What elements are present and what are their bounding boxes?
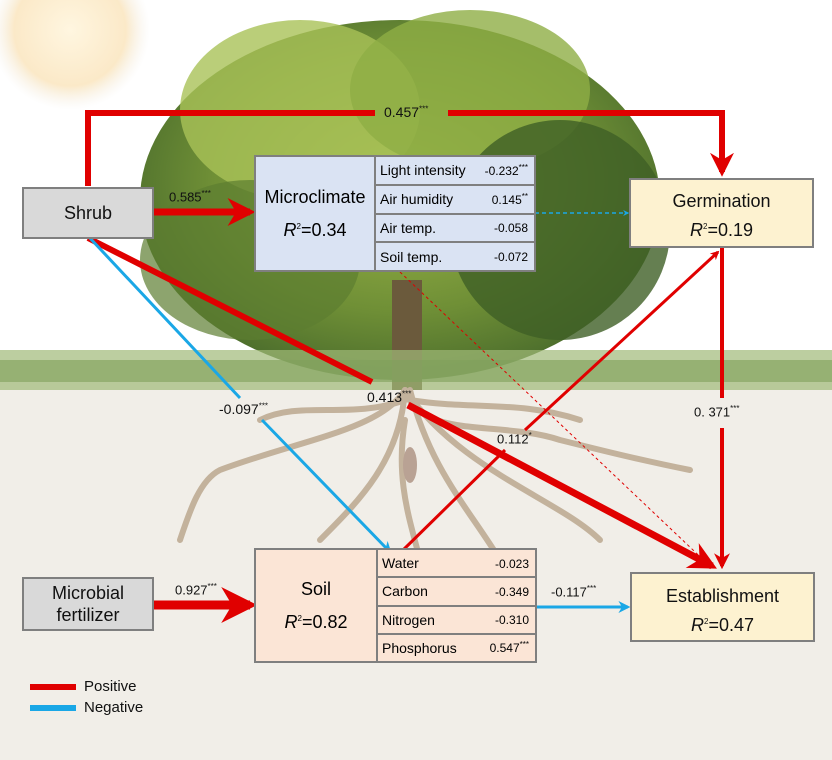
establishment-label: Establishment [665, 586, 780, 606]
establishment-r2: R2=0.47 [691, 615, 754, 635]
path-label-soil-establishment: -0.117*** [551, 584, 597, 600]
microclimate-summary: Microclimate R2=0.34 [256, 157, 376, 270]
path-label-shrub-germination: 0.457*** [384, 104, 429, 120]
microclimate-row: Light intensity-0.232*** [376, 157, 534, 186]
arrow-shrub-establishment-b [406, 401, 717, 570]
arrow-microclimate-establishment [399, 271, 713, 569]
legend-label-negative: Negative [84, 699, 144, 716]
node-germination: Germination R2=0.19 [629, 178, 814, 248]
microclimate-row: Soil temp.-0.072 [380, 248, 528, 265]
path-label-shrub-establishment: 0.413*** [367, 389, 412, 405]
sun-icon [0, 0, 150, 110]
microclimate-r2: R2=0.34 [283, 219, 347, 240]
path-label-germination-establishment: 0. 371*** [694, 404, 740, 420]
arrow-shrub-germination [85, 110, 375, 186]
path-label-shrub-microclimate: 0.585*** [169, 189, 211, 205]
node-microbial-line1: Microbial [51, 583, 125, 603]
arrow-soil-germination-b [523, 250, 720, 432]
root-tuber [403, 447, 417, 483]
soil-summary: Soil R2=0.82 [256, 550, 378, 661]
legend-item-negative: Negative [30, 697, 143, 718]
node-microbial-line2: fertilizer [56, 605, 120, 625]
arrow-shrub-soil-b [260, 418, 392, 554]
node-microbial-fertilizer: Microbial fertilizer [22, 577, 154, 631]
node-establishment: Establishment R2=0.47 [630, 572, 815, 642]
node-microclimate: Microclimate R2=0.34 Light intensity-0.2… [254, 155, 536, 272]
soil-r2: R2=0.82 [284, 611, 348, 632]
node-shrub-label: Shrub [63, 203, 113, 223]
arrow-soil-germination-a [398, 448, 507, 555]
microclimate-label: Microclimate [264, 186, 366, 207]
soil-rows: Water-0.023 Carbon-0.349 Nitrogen-0.310 … [378, 550, 535, 661]
legend: Positive Negative [30, 676, 143, 718]
path-label-shrub-soil: -0.097*** [219, 401, 269, 417]
arrow-shrub-establishment-a [86, 235, 374, 385]
legend-swatch-negative [30, 704, 76, 711]
grass [0, 350, 832, 390]
path-label-microbial-soil: 0.927*** [175, 582, 217, 598]
soil-row: Nitrogen-0.310 [378, 607, 535, 635]
legend-swatch-positive [30, 683, 76, 690]
node-soil: Soil R2=0.82 Water-0.023 Carbon-0.349 Ni… [254, 548, 537, 663]
soil-label: Soil [300, 578, 331, 599]
germination-r2: R2=0.19 [690, 220, 753, 240]
germination-label: Germination [672, 191, 771, 211]
arrow-shrub-soil-a [86, 234, 242, 400]
node-shrub: Shrub [22, 187, 154, 239]
soil-row: Carbon-0.349 [378, 578, 535, 607]
soil-row: Water-0.023 [378, 550, 535, 579]
legend-item-positive: Positive [30, 676, 143, 697]
microclimate-row: Air temp.-0.058 [376, 215, 534, 244]
arrow-shrub-germination-2 [448, 110, 734, 177]
path-label-soil-germination: 0.112* [497, 431, 532, 447]
legend-label-positive: Positive [84, 678, 137, 695]
